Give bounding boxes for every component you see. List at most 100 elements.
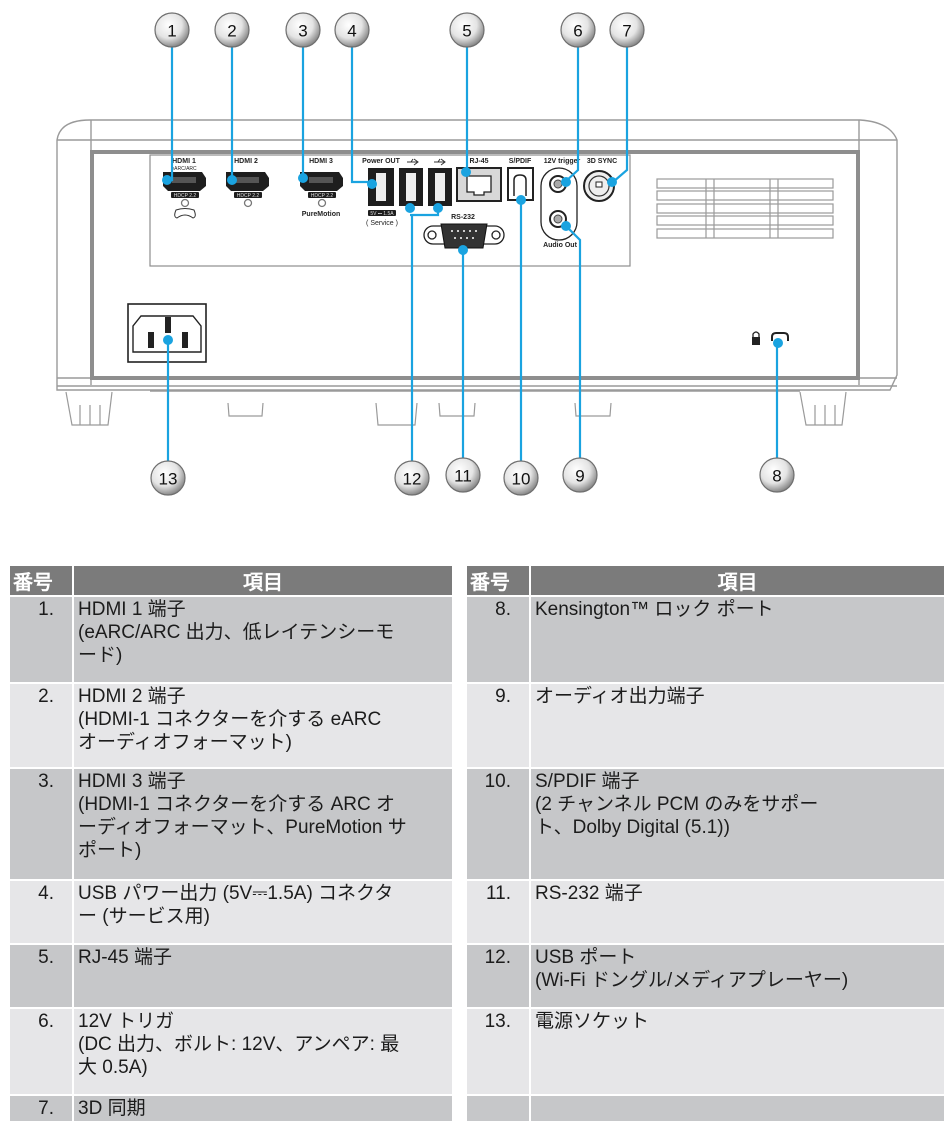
description-line: (Wi-Fi ドングル/メディアプレーヤー) (535, 970, 849, 991)
callout-bubble (334, 12, 370, 48)
callout-top-2: 3 (285, 12, 321, 48)
callout-anchor-dot (433, 203, 443, 213)
row-number (465, 1094, 531, 1123)
callout-anchor-dot (298, 173, 308, 183)
table-row: 11.RS-232 端子 (465, 879, 946, 945)
game-controller-icon (174, 208, 196, 219)
row-description: オーディオ出力端子 (529, 682, 946, 769)
description-line: (2 チャンネル PCM のみをサポー (535, 794, 819, 815)
row-number: 3. (8, 767, 74, 881)
description-line: (DC 出力、ボルト: 12V、アンペア: 最 (78, 1034, 400, 1055)
callout-leader-lines (166, 47, 779, 461)
row-number: 7. (8, 1094, 74, 1123)
table-row: 7.3D 同期 (8, 1094, 454, 1123)
table-row: 10.S/PDIF 端子(2 チャンネル PCM のみをサポート、Dolby D… (465, 767, 946, 881)
table-header-row: 番号 項目 (465, 566, 946, 597)
row-description: 3D 同期 (72, 1094, 454, 1123)
row-number: 12. (465, 943, 531, 1009)
leader-line (168, 47, 174, 182)
table-row (465, 1094, 946, 1123)
row-number: 8. (465, 595, 531, 684)
table-header-row: 番号 項目 (8, 566, 454, 597)
hdmi1-label: HDMI 1 (172, 158, 196, 165)
row-description: USB パワー出力 (5V⎓1.5A) コネクター (サービス用) (72, 879, 454, 945)
header-item: 項目 (72, 566, 454, 597)
spdif-label: S/PDIF (509, 158, 532, 165)
callout-bottom-4: 9 (562, 457, 598, 493)
callout-bubble (562, 457, 598, 493)
description-line: RJ-45 端子 (78, 947, 172, 968)
hdcp-label: HDCP 2.2 (237, 193, 260, 199)
callout-bubble (394, 460, 430, 496)
table-row: 6.12V トリガ(DC 出力、ボルト: 12V、アンペア: 最大 0.5A) (8, 1007, 454, 1096)
description-line: HDMI 3 端子 (78, 771, 186, 792)
rs232-port: RS-232 (423, 214, 505, 249)
callout-bubble (214, 12, 250, 48)
hdmi2-port: HDMI 2 HDCP 2.2 (226, 158, 269, 208)
description-line: 電源ソケット (535, 1011, 650, 1032)
3d-sync-label: 3D SYNC (587, 158, 617, 165)
description-line: USB パワー出力 (5V⎓1.5A) コネクタ (78, 883, 394, 904)
description-line: (HDMI-1 コネクターを介する eARC (78, 709, 382, 730)
row-number: 10. (465, 767, 531, 881)
description-line: (eARC/ARC 出力、低レイテンシーモ (78, 622, 395, 643)
callout-top-0: 1 (154, 12, 190, 48)
callout-number: 2 (227, 22, 236, 41)
row-description: S/PDIF 端子(2 チャンネル PCM のみをサポート、Dolby Digi… (529, 767, 946, 881)
row-number: 6. (8, 1007, 74, 1096)
rear-panel-frame (90, 150, 860, 380)
audio-out-label: Audio Out (543, 242, 577, 249)
hdmi3-label: HDMI 3 (309, 158, 333, 165)
table-row: 5.RJ-45 端子 (8, 943, 454, 1009)
power-socket (127, 303, 207, 363)
description-line: ー (サービス用) (78, 906, 210, 927)
description-line: 3D 同期 (78, 1098, 146, 1119)
row-description: HDMI 3 端子(HDMI-1 コネクターを介する ARC オーディオフォーマ… (72, 767, 454, 881)
callout-anchor-dot (367, 179, 377, 189)
hdmi2-label: HDMI 2 (234, 158, 258, 165)
projector-rear-diagram: HDMI 1 eARC/ARC HDCP 2.2 HDMI 2 HDCP 2.2… (56, 12, 898, 496)
callout-anchor-dot (461, 167, 471, 177)
description-line: オーディオフォーマット) (78, 732, 292, 753)
hdmi3-port: HDMI 3 HDCP 2.2 PureMotion (300, 158, 343, 218)
rj45-port: RJ-45 (456, 158, 502, 202)
description-line: HDMI 2 端子 (78, 686, 186, 707)
callout-anchor-dot (162, 175, 172, 185)
projector-feet (65, 391, 847, 426)
row-description: HDMI 1 端子(eARC/ARC 出力、低レイテンシーモード) (72, 595, 454, 684)
row-number: 4. (8, 879, 74, 945)
callout-anchor-dot (163, 335, 173, 345)
row-description: RJ-45 端子 (72, 943, 454, 1009)
callout-number: 4 (347, 22, 356, 41)
callout-top-4: 5 (449, 12, 485, 48)
callout-number: 7 (622, 22, 631, 41)
header-number: 番号 (8, 566, 74, 597)
lock-icon (752, 331, 760, 345)
description-line: HDMI 1 端子 (78, 599, 186, 620)
row-number: 11. (465, 879, 531, 945)
callout-anchor-dot (773, 338, 783, 348)
row-description: Kensington™ ロック ポート (529, 595, 946, 684)
description-line: 12V トリガ (78, 1011, 175, 1032)
vent-grille (656, 178, 834, 239)
description-line: RS-232 端子 (535, 883, 643, 904)
power-out-label: Power OUT (362, 158, 400, 165)
callout-bubble (285, 12, 321, 48)
callout-number: 3 (298, 22, 307, 41)
3d-sync-port: 3D SYNC (583, 158, 617, 202)
row-description: 電源ソケット (529, 1007, 946, 1096)
spdif-port: S/PDIF (507, 158, 534, 201)
description-line: オーディオ出力端子 (535, 686, 705, 707)
callout-number: 11 (454, 467, 472, 486)
callout-bubble (560, 12, 596, 48)
usb-icon (407, 158, 446, 166)
usb-power-out-port: Power OUT 5V ⎓ 1.5A ( Service ) (362, 158, 400, 227)
callout-top-3: 4 (334, 12, 370, 48)
callout-number: 10 (512, 470, 531, 489)
port-table-left: 番号 項目 1.HDMI 1 端子(eARC/ARC 出力、低レイテンシーモード… (8, 566, 454, 1123)
callout-dots (162, 167, 783, 348)
callout-bubble (503, 460, 539, 496)
rs232-label: RS-232 (451, 214, 475, 221)
